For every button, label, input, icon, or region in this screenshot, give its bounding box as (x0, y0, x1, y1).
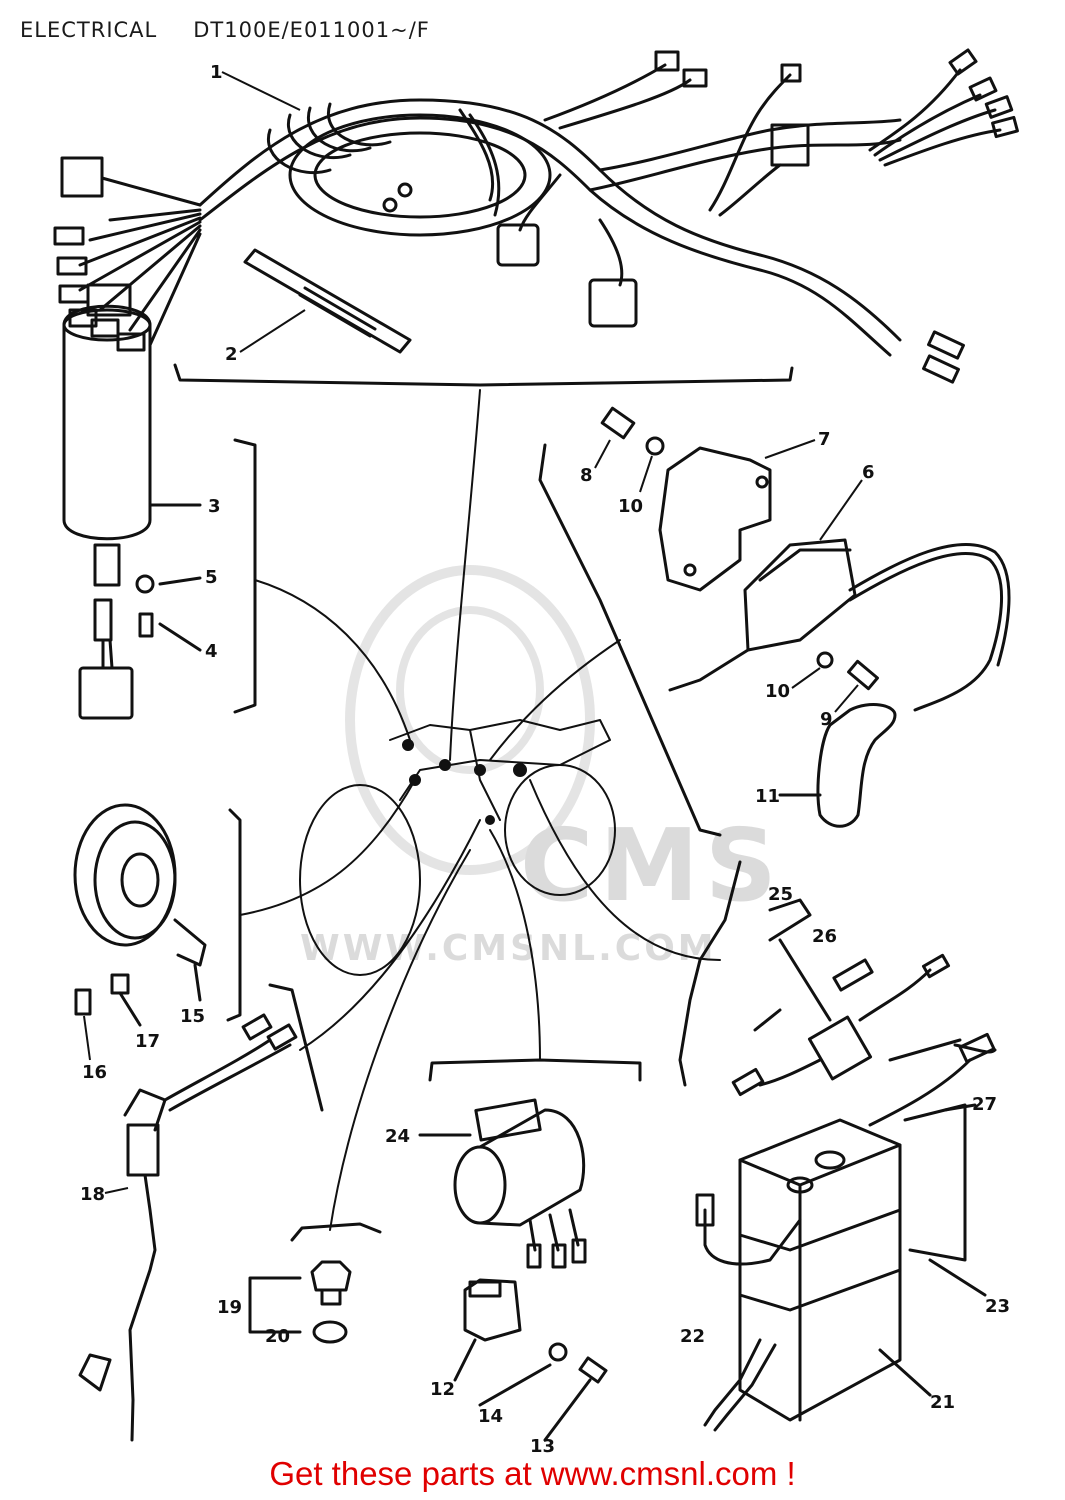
ignition-coil[interactable] (668, 538, 1011, 712)
harness-bracket (173, 363, 794, 387)
flasher-relay[interactable] (453, 1098, 587, 1269)
part-label-19[interactable]: 19 (217, 1297, 242, 1318)
part-label-6[interactable]: 6 (862, 462, 875, 483)
part-label-1[interactable]: 1 (210, 62, 223, 83)
bolt-16[interactable] (74, 988, 92, 1016)
horn[interactable] (73, 803, 207, 967)
part-label-8[interactable]: 8 (580, 465, 593, 486)
frame-outline (299, 719, 616, 976)
battery-cover-27[interactable] (903, 1103, 967, 1262)
relay-bracket (428, 1058, 642, 1082)
nut-5[interactable] (135, 574, 155, 594)
part-label-21[interactable]: 21 (930, 1392, 955, 1413)
breather-pipe-23[interactable] (695, 1193, 802, 1266)
part-label-14[interactable]: 14 (478, 1406, 503, 1427)
neutral-switch[interactable] (78, 1013, 298, 1442)
part-label-2[interactable]: 2 (225, 344, 238, 365)
part-label-10-top[interactable]: 10 (618, 496, 643, 517)
washer-10-bottom[interactable] (816, 651, 834, 669)
shop-link[interactable]: Get these parts at www.cmsnl.com ! (269, 1455, 796, 1492)
part-label-22[interactable]: 22 (680, 1326, 705, 1347)
fuse-bracket-right (678, 860, 742, 1087)
screw-4[interactable] (138, 612, 154, 638)
battery[interactable] (738, 1118, 902, 1422)
nut-14[interactable] (548, 1342, 568, 1362)
bolt-8[interactable] (600, 406, 636, 440)
wire-harness[interactable] (53, 48, 1019, 384)
section-title: ELECTRICAL (20, 18, 158, 42)
watermark: CMS WWW.CMSNL.COM (300, 565, 783, 969)
horn-bracket (226, 808, 242, 1022)
part-label-15[interactable]: 15 (180, 1006, 205, 1027)
washer-10-top[interactable] (645, 436, 665, 456)
part-label-23[interactable]: 23 (985, 1296, 1010, 1317)
rectifier[interactable] (463, 1278, 522, 1342)
part-label-20[interactable]: 20 (265, 1326, 290, 1347)
battery-band-22[interactable] (703, 1338, 777, 1432)
fuse-holder[interactable] (731, 938, 951, 1097)
bolt-9[interactable] (847, 659, 879, 691)
plug-cap[interactable] (816, 703, 897, 828)
part-label-11[interactable]: 11 (755, 786, 780, 807)
part-labels: 1 2 3 5 4 8 10 7 6 10 9 11 15 17 16 18 1… (80, 62, 1010, 1457)
fuse-bracket (768, 898, 812, 942)
watermark-url: WWW.CMSNL.COM (300, 928, 717, 969)
part-label-27[interactable]: 27 (972, 1094, 997, 1115)
bracket-7[interactable] (658, 446, 772, 592)
part-label-10-bottom[interactable]: 10 (765, 681, 790, 702)
gasket-20[interactable] (312, 1320, 348, 1344)
plug-19[interactable] (310, 1260, 352, 1306)
part-label-24[interactable]: 24 (385, 1126, 410, 1147)
switch-bracket (233, 438, 257, 714)
spacer-17[interactable] (110, 973, 130, 995)
fuse-26[interactable] (832, 958, 874, 992)
model-code: DT100E/E011001~/F (193, 18, 430, 42)
part-label-18[interactable]: 18 (80, 1184, 105, 1205)
part-label-25[interactable]: 25 (768, 884, 793, 905)
part-label-16[interactable]: 16 (82, 1062, 107, 1083)
part-label-13[interactable]: 13 (530, 1436, 555, 1457)
part-label-5[interactable]: 5 (205, 567, 218, 588)
watermark-brand: CMS (520, 807, 783, 924)
part-label-17[interactable]: 17 (135, 1031, 160, 1052)
part-label-12[interactable]: 12 (430, 1379, 455, 1400)
main-switch[interactable] (62, 283, 202, 720)
part-label-9[interactable]: 9 (820, 709, 833, 730)
part-label-7[interactable]: 7 (818, 429, 831, 450)
neutral-bracket (268, 983, 324, 1112)
page-title: ELECTRICAL DT100E/E011001~/F (20, 18, 466, 42)
coil-bracket (538, 443, 722, 837)
plug-bracket (290, 1222, 382, 1242)
screw-13[interactable] (578, 1356, 608, 1384)
part-label-3[interactable]: 3 (208, 496, 221, 517)
part-label-26[interactable]: 26 (812, 926, 837, 947)
wire-band[interactable] (243, 248, 412, 354)
part-label-4[interactable]: 4 (205, 641, 218, 662)
